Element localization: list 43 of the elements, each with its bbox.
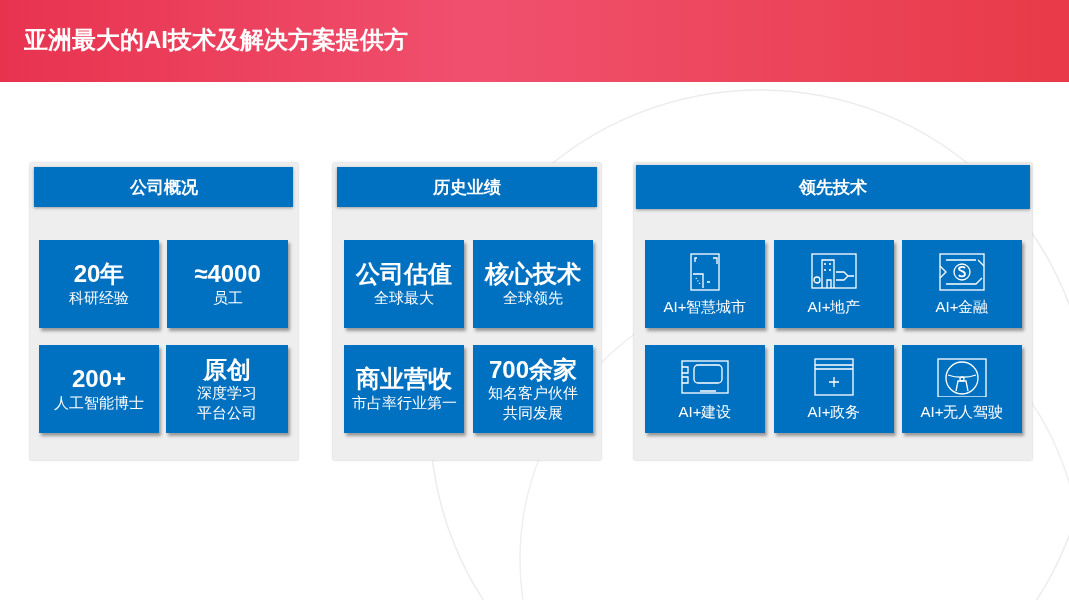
- tile-label: AI+政务: [807, 402, 861, 422]
- feature-tile: [902, 240, 1022, 328]
- stat-value: 200+: [71, 365, 127, 394]
- stat-tile: [39, 345, 159, 433]
- stat-value: 核心技术: [485, 260, 581, 289]
- feature-tile: [645, 345, 765, 433]
- stat-value: 700余家: [488, 355, 577, 384]
- tile-label: AI+地产: [807, 297, 861, 317]
- panel-card: [333, 163, 601, 460]
- stat-value: 20年: [73, 260, 125, 289]
- stat-tile: [473, 240, 593, 328]
- tile-label: AI+建设: [678, 402, 732, 422]
- stat-tile: [39, 240, 159, 328]
- stat-value: 商业营收: [356, 365, 452, 394]
- stat-description: 人工智能博士: [53, 393, 145, 413]
- panel-card: [634, 163, 1032, 460]
- stat-tile: [344, 240, 464, 328]
- stat-description: 全球领先: [502, 288, 564, 308]
- stat-value: 原创: [203, 355, 251, 384]
- panel-heading: 领先技术: [636, 165, 1030, 209]
- stat-tile: [473, 345, 593, 433]
- stat-tile: [167, 240, 288, 328]
- feature-tile: [902, 345, 1022, 433]
- stat-value: ≈4000: [194, 260, 261, 289]
- tile-label: AI+金融: [935, 297, 989, 317]
- stat-description: 市占率行业第一: [350, 393, 458, 413]
- slide-title: 亚洲最大的AI技术及解决方案提供方: [24, 25, 408, 55]
- stat-description: 深度学习平台公司: [196, 383, 258, 423]
- panel-heading: 历史业绩: [337, 167, 597, 207]
- stat-description: 知名客户伙伴共同发展: [487, 383, 579, 423]
- tile-label: AI+无人驾驶: [920, 402, 1004, 422]
- stat-description: 员工: [211, 288, 244, 308]
- stat-value: 公司估值: [356, 260, 452, 289]
- stat-description: 科研经验: [68, 288, 130, 308]
- stat-tile: [344, 345, 464, 433]
- panel-card: [30, 163, 298, 460]
- tile-label: AI+智慧城市: [663, 297, 747, 317]
- stat-description: 全球最大: [373, 288, 435, 308]
- feature-tile: [774, 345, 894, 433]
- feature-tile: [774, 240, 894, 328]
- stat-tile: [166, 345, 288, 433]
- feature-tile: [645, 240, 765, 328]
- panel-heading: 公司概况: [34, 167, 293, 207]
